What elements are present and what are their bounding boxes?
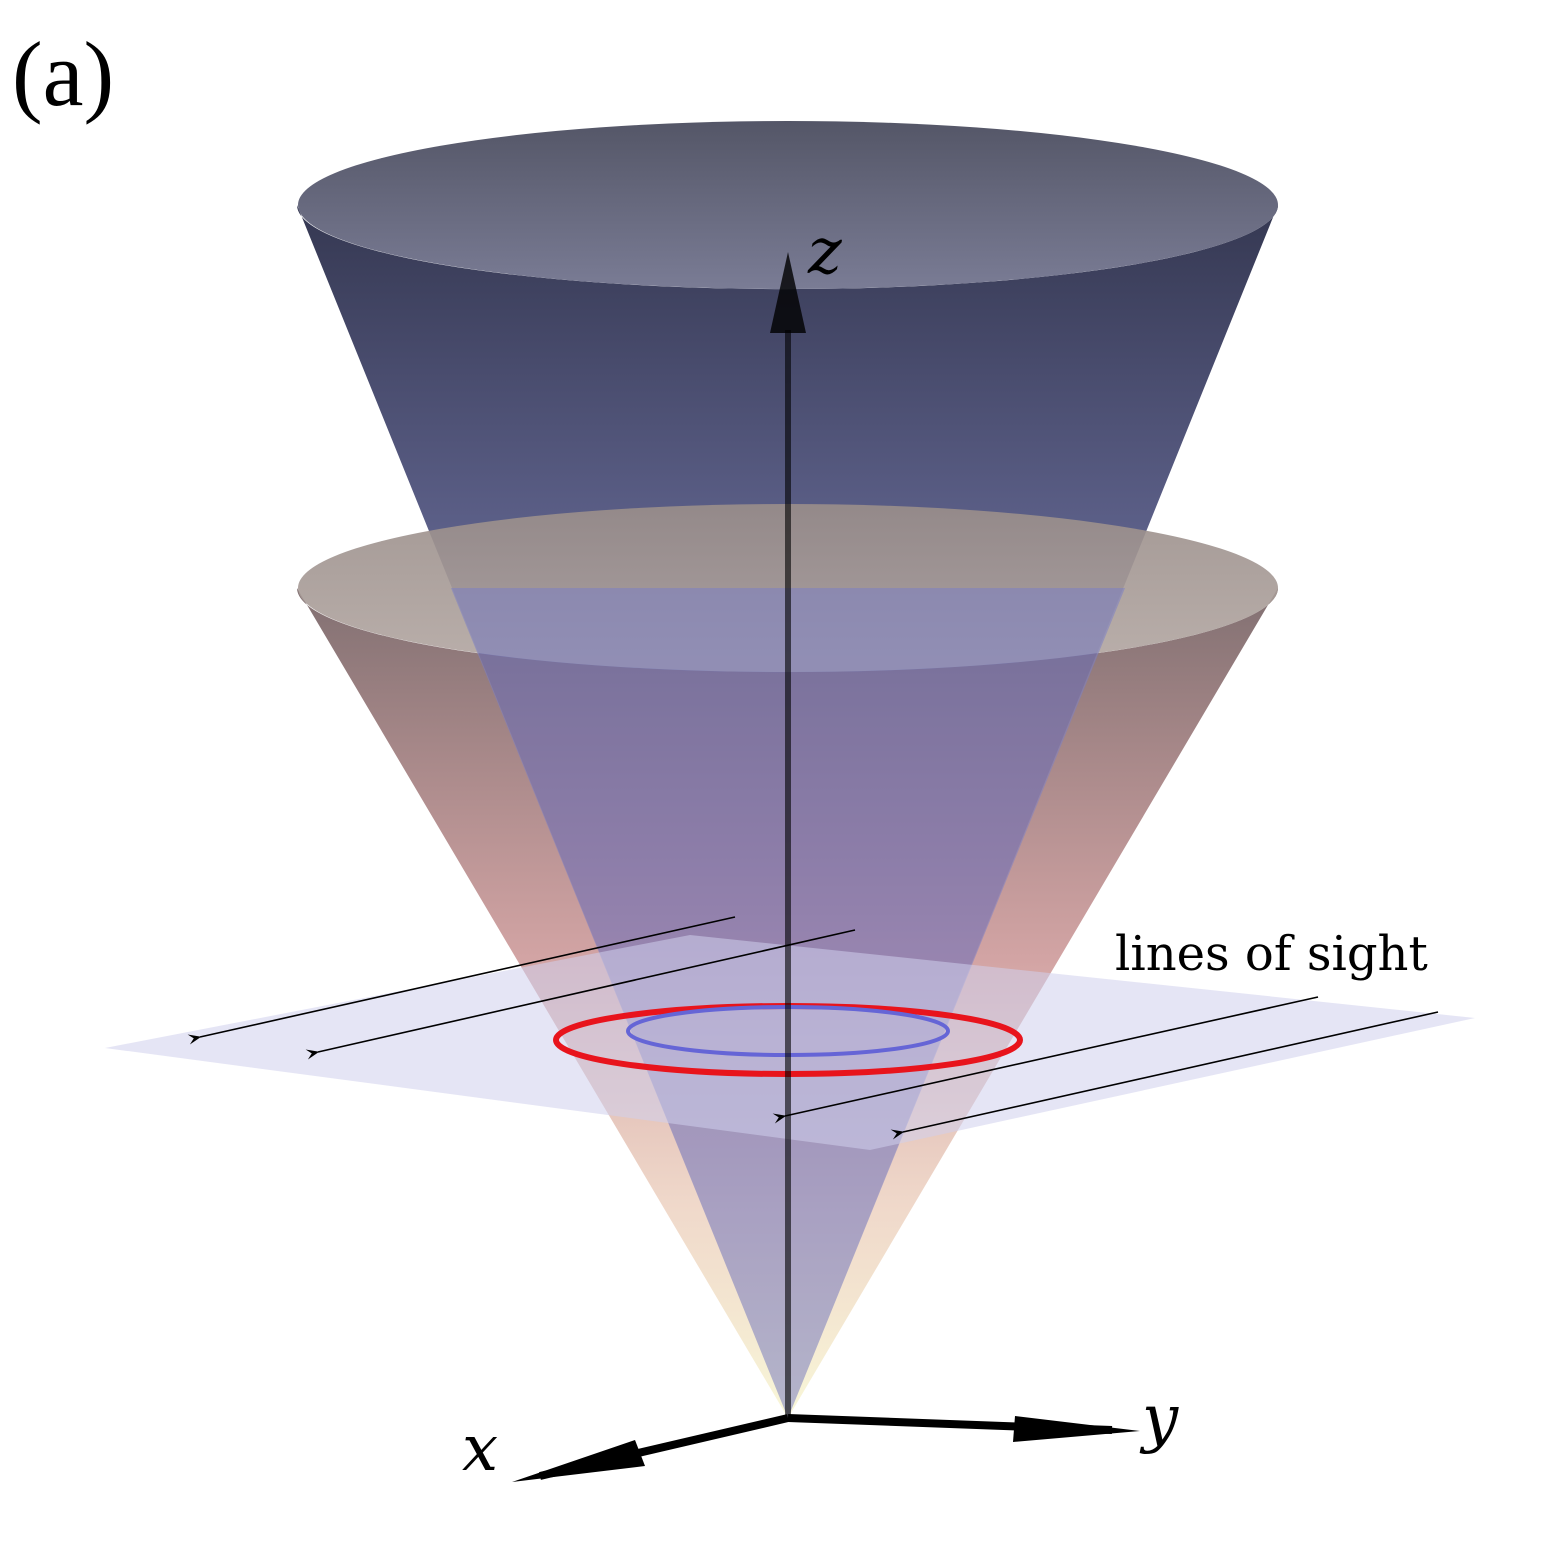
y-axis-label: y <box>1139 1382 1179 1456</box>
sight-line-4 <box>890 1011 1439 1140</box>
lines-of-sight-label: lines of sight <box>1115 926 1428 982</box>
panel-label: (a) <box>12 23 114 125</box>
x-axis-arrowhead <box>512 1440 645 1482</box>
sight-line-1 <box>187 916 736 1045</box>
outer-cone-cap <box>298 121 1278 289</box>
sight-line-2 <box>305 929 856 1060</box>
lines-of-sight <box>187 916 1439 1140</box>
z-axis-arrowhead <box>770 252 806 333</box>
sight-line-3 <box>772 996 1319 1124</box>
z-axis-label: z <box>807 215 843 289</box>
x-axis-label: x <box>462 1412 498 1486</box>
y-axis-arrowhead <box>1013 1416 1140 1442</box>
